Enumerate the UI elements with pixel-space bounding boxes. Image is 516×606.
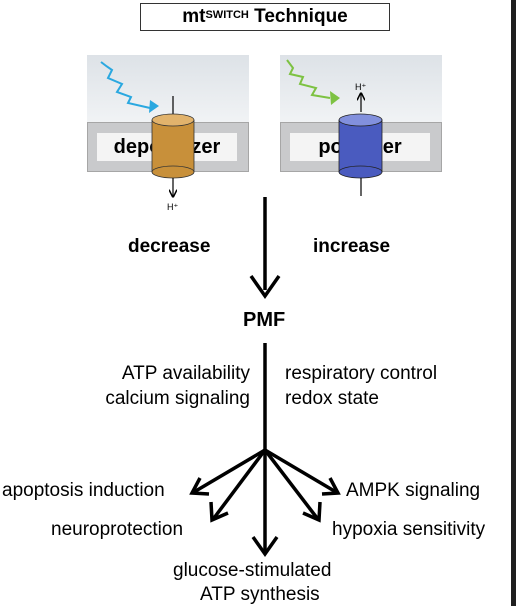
title-main: mt bbox=[182, 6, 206, 27]
factor-atp-availability: ATP availability bbox=[121, 363, 250, 384]
outcome-atp-synthesis: ATP synthesis bbox=[200, 584, 320, 605]
right-light-arrow-icon bbox=[286, 59, 340, 105]
depolarizer-channel-icon bbox=[151, 96, 195, 196]
factor-respiratory-control: respiratory control bbox=[285, 363, 438, 384]
factor-redox-state: redox state bbox=[285, 388, 379, 409]
outcome-arrows bbox=[189, 448, 341, 558]
outcome-neuroprotection: neuroprotection bbox=[51, 519, 184, 540]
factor-calcium-signaling: calcium signaling bbox=[105, 388, 250, 409]
outcome-ampk-signaling: AMPK signaling bbox=[346, 480, 481, 501]
outcome-apoptosis-induction: apoptosis induction bbox=[2, 480, 165, 501]
outcome-glucose-stimulated: glucose-stimulated bbox=[173, 560, 332, 581]
left-proton-label: H⁺ bbox=[167, 202, 179, 212]
right-edge-bar bbox=[511, 0, 516, 606]
outcome-hypoxia-sensitivity: hypoxia sensitivity bbox=[332, 519, 486, 540]
right-proton-label: H⁺ bbox=[355, 82, 367, 92]
pmf-label: PMF bbox=[243, 309, 286, 331]
title-suffix: Technique bbox=[254, 6, 348, 27]
title-superscript: SWITCH bbox=[205, 9, 249, 21]
left-light-arrow-icon bbox=[100, 61, 159, 113]
polarizer-channel-icon bbox=[338, 94, 383, 196]
decrease-label: decrease bbox=[128, 236, 211, 257]
main-down-arrow bbox=[249, 197, 281, 300]
increase-label: increase bbox=[313, 236, 391, 257]
